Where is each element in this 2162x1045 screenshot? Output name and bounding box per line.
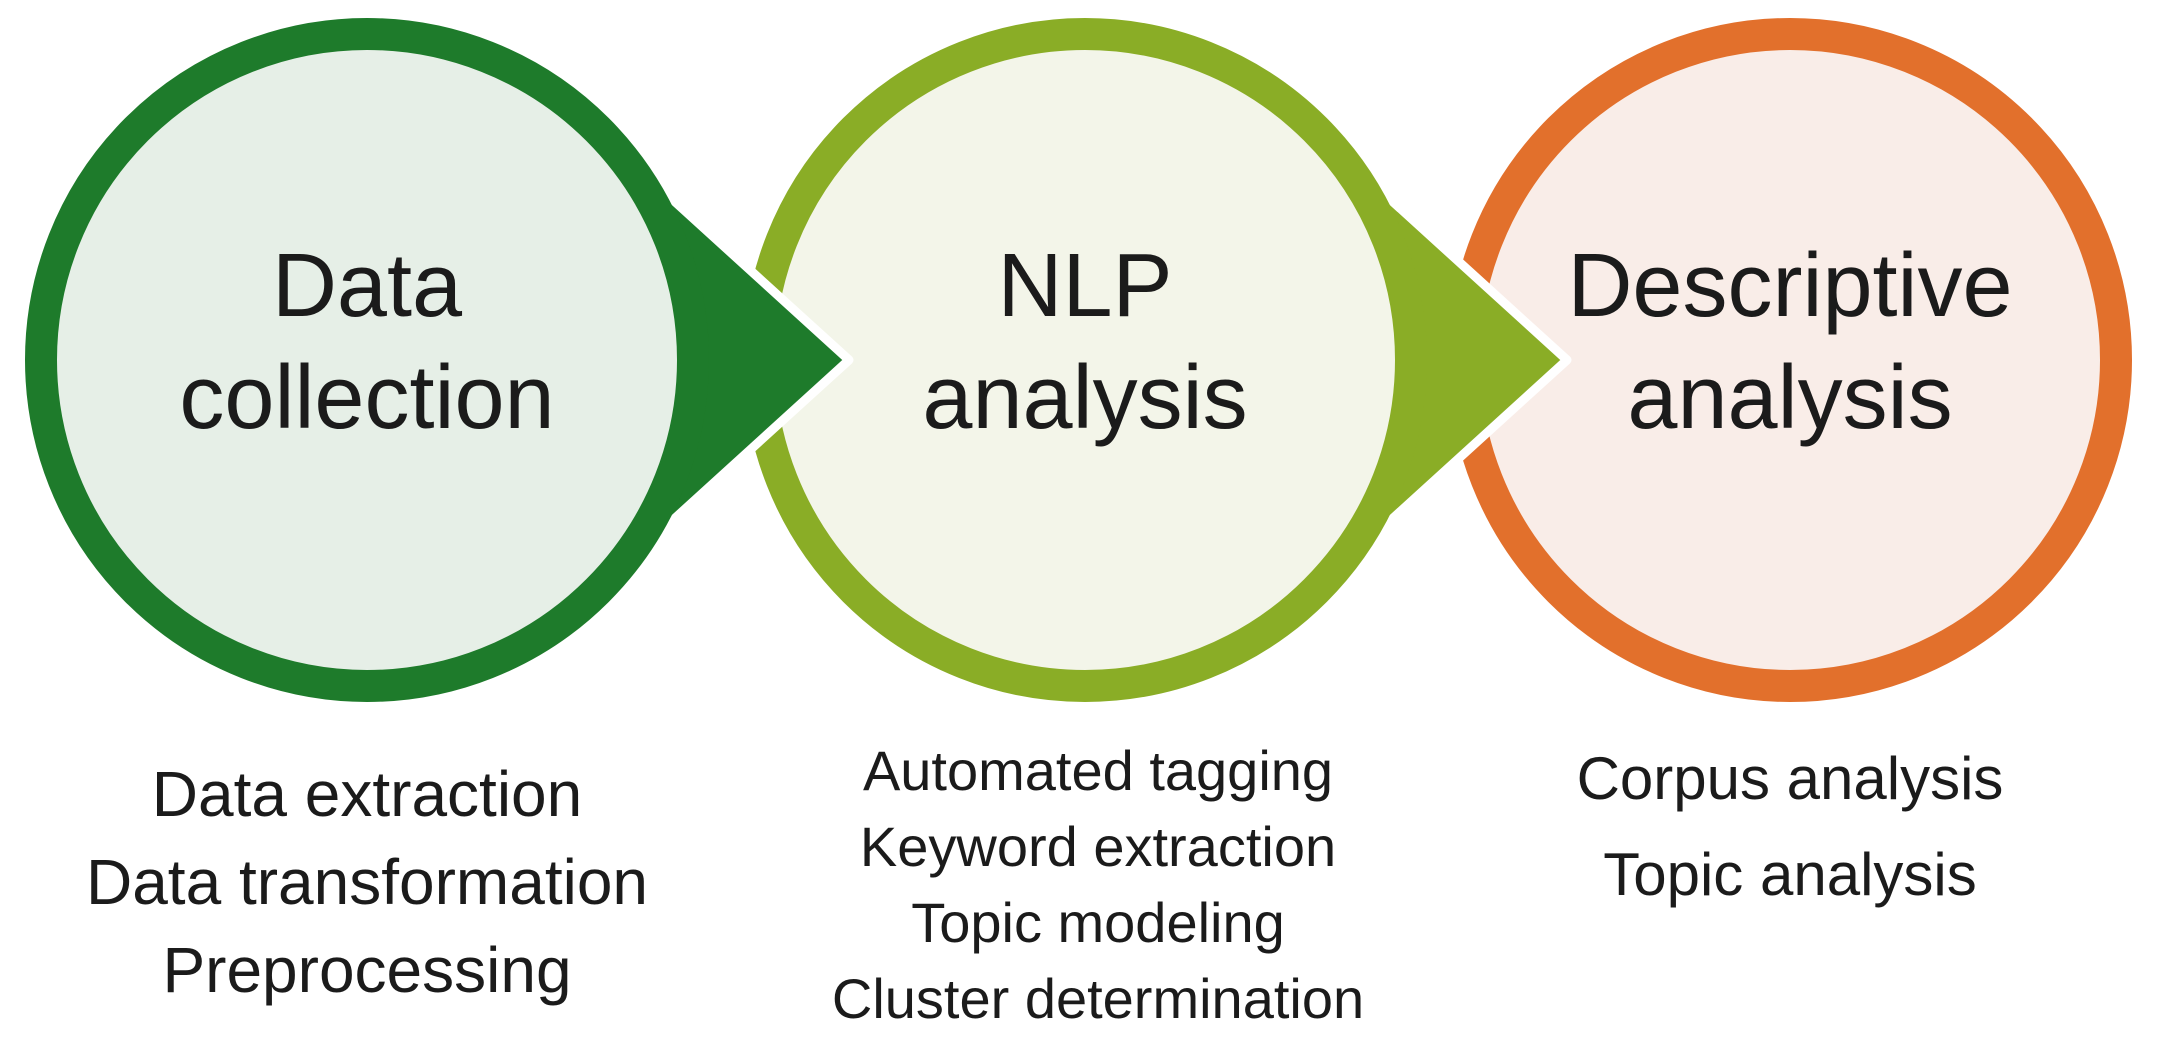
list-item: Cluster determination <box>831 967 1365 1030</box>
list-item: Automated tagging <box>862 739 1334 802</box>
list-item: Data extraction <box>151 758 583 830</box>
list-item: Topic modeling <box>911 891 1285 954</box>
stage-1-title: Data collection <box>17 230 717 454</box>
list-item: Preprocessing <box>162 934 572 1006</box>
stage-3-title-line-2: analysis <box>1627 348 1953 448</box>
stage-1-title-line-2: collection <box>179 348 555 448</box>
stage-2-item-list: Automated tagging Keyword extraction Top… <box>748 733 1448 1037</box>
list-item: Data transformation <box>85 846 649 918</box>
stage-3-item-list: Corpus analysis Topic analysis <box>1440 731 2140 923</box>
stage-3-title-line-1: Descriptive <box>1567 236 2013 336</box>
list-item: Corpus analysis <box>1576 745 2004 812</box>
list-item: Topic analysis <box>1603 841 1977 908</box>
stage-1-title-line-1: Data <box>271 236 463 336</box>
stage-1-item-list: Data extraction Data transformation Prep… <box>17 750 717 1014</box>
stage-2-title: NLP analysis <box>735 230 1435 454</box>
stage-3-title: Descriptive analysis <box>1440 230 2140 454</box>
stage-2-title-line-2: analysis <box>922 348 1248 448</box>
list-item: Keyword extraction <box>859 815 1337 878</box>
stage-1-circle <box>25 18 709 702</box>
stage-2-title-line-1: NLP <box>997 236 1173 336</box>
